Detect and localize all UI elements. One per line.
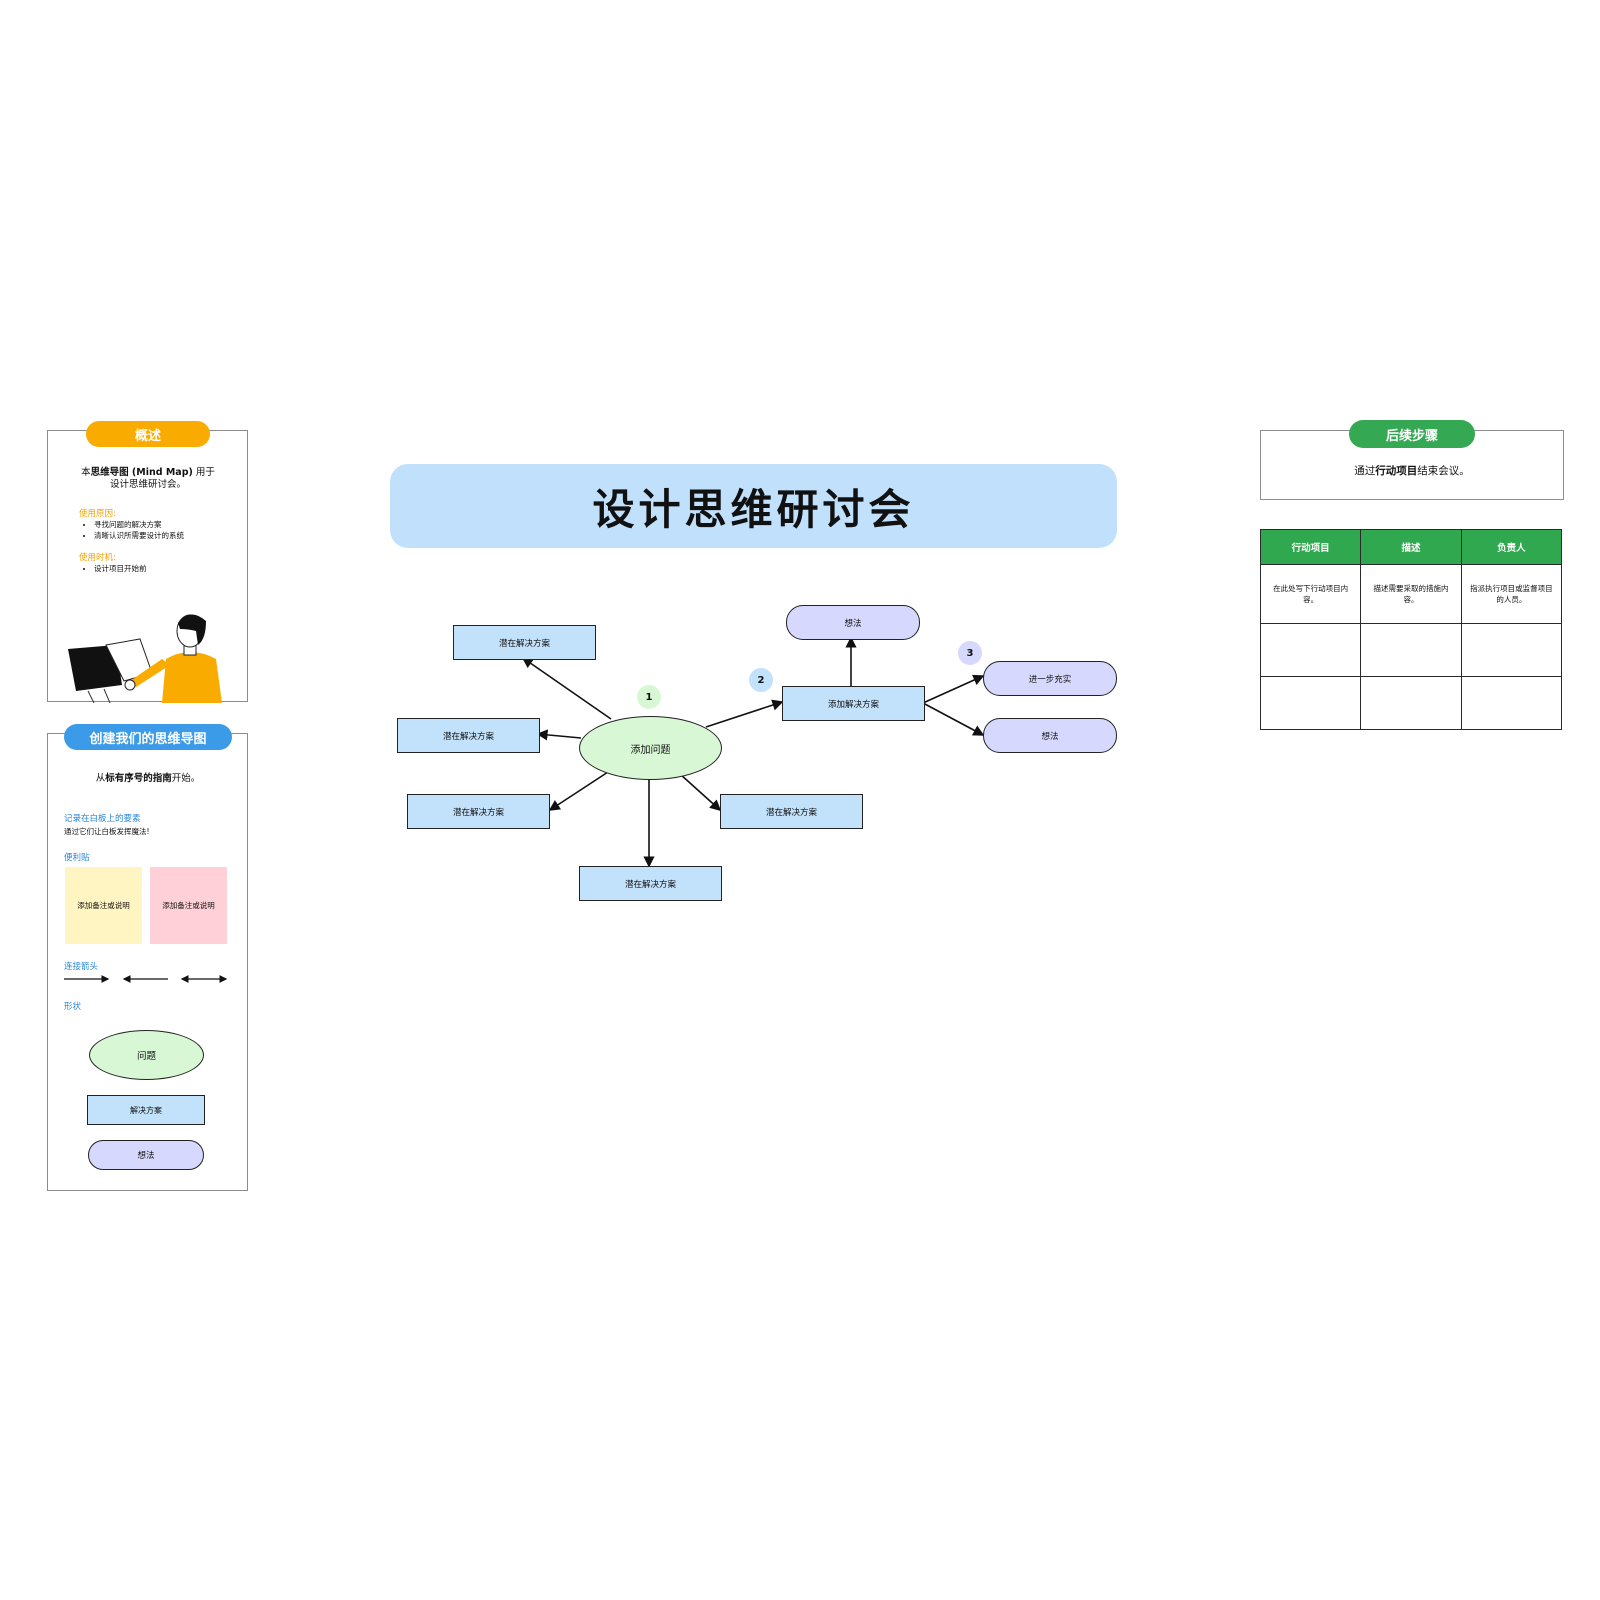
create-intro: 从标有序号的指南开始。 (48, 770, 248, 784)
sticky-title: 便利贴 (64, 853, 90, 863)
when-item: 设计项目开始前 (94, 563, 147, 574)
next-steps-text-bold: 行动项目 (1375, 465, 1418, 477)
when-list: 设计项目开始前 (80, 563, 147, 574)
connector-to-solution-lower-right[interactable] (679, 773, 722, 812)
next-steps-text-post: 结束会议。 (1417, 465, 1470, 477)
potential-solution-node[interactable]: 潜在解决方案 (453, 625, 596, 660)
create-panel: 创建我们的思维导图 从标有序号的指南开始。 记录在白板上的要素 通过它们让白板发… (47, 724, 248, 1191)
overview-intro: 本思维导图 (Mind Map) 用于 设计思维研讨会。 (48, 467, 248, 491)
table-cell[interactable]: 在此处写下行动项目内容。 (1259, 564, 1362, 624)
idea-shape-sample[interactable]: 想法 (88, 1140, 204, 1170)
table-cell[interactable]: 描述需要采取的措施内容。 (1360, 564, 1462, 624)
added-solution-node[interactable]: 添加解决方案 (782, 686, 925, 721)
table-cell[interactable]: 指派执行项目或监督项目的人员。 (1460, 564, 1563, 624)
table-cell[interactable] (1460, 676, 1563, 730)
table-cell[interactable] (1259, 623, 1362, 677)
solution-shape-sample[interactable]: 解决方案 (87, 1095, 205, 1125)
when-title: 使用时机: (79, 553, 116, 563)
table-row: 在此处写下行动项目内容。 描述需要采取的措施内容。 指派执行项目或监督项目的人员… (1259, 564, 1563, 624)
connector-to-solution-lower-left[interactable] (548, 771, 609, 811)
connector-to-added-solution[interactable] (705, 699, 784, 728)
table-cell[interactable] (1460, 623, 1563, 677)
overview-intro-pre: 本 (81, 467, 91, 478)
header-action-item: 行动项目 (1259, 529, 1362, 565)
header-description: 描述 (1360, 529, 1462, 565)
connector-to-idea-right[interactable] (922, 702, 985, 736)
overview-heading-pill: 概述 (86, 421, 210, 447)
problem-shape-sample[interactable]: 问题 (89, 1030, 204, 1080)
create-heading-pill: 创建我们的思维导图 (64, 724, 232, 750)
shapes-title: 形状 (64, 1002, 82, 1012)
header-owner: 负责人 (1460, 529, 1563, 565)
sticky-note-pink[interactable]: 添加备注或说明 (150, 867, 227, 944)
record-subtitle: 通过它们让白板发挥魔法! (64, 827, 150, 836)
next-steps-text-pre: 通过 (1354, 465, 1376, 477)
page-title: 设计思维研讨会 (390, 464, 1117, 548)
table-header-row: 行动项目 描述 负责人 (1259, 529, 1563, 565)
connector-to-further[interactable] (922, 674, 985, 704)
potential-solution-node[interactable]: 潜在解决方案 (720, 794, 863, 829)
overview-intro-post: 用于 (192, 467, 215, 478)
step-badge-3: 3 (958, 641, 982, 665)
person-at-computer-illustration (68, 614, 222, 703)
table-row (1259, 623, 1563, 677)
create-intro-pre: 从 (95, 773, 106, 784)
why-item: 寻找问题的解决方案 (94, 519, 184, 530)
table-row (1259, 676, 1563, 730)
why-title: 使用原因: (79, 509, 116, 519)
next-steps-heading-pill: 后续步骤 (1349, 420, 1475, 448)
create-intro-bold: 标有序号的指南 (105, 773, 172, 784)
step-badge-1: 1 (637, 685, 661, 709)
table-cell[interactable] (1360, 676, 1462, 730)
problem-node[interactable]: 添加问题 (579, 716, 722, 780)
further-node[interactable]: 进一步充实 (983, 661, 1117, 696)
table-cell[interactable] (1259, 676, 1362, 730)
create-intro-post: 开始。 (171, 773, 201, 784)
potential-solution-node[interactable]: 潜在解决方案 (407, 794, 550, 829)
next-steps-text: 通过行动项目结束会议。 (1261, 463, 1563, 478)
arrows-title: 连接箭头 (64, 962, 99, 972)
step-badge-2: 2 (749, 668, 773, 692)
next-steps-panel: 后续步骤 通过行动项目结束会议。 (1260, 420, 1564, 500)
potential-solution-node[interactable]: 潜在解决方案 (397, 718, 540, 753)
table-cell[interactable] (1360, 623, 1462, 677)
idea-node-right[interactable]: 想法 (983, 718, 1117, 753)
potential-solution-node[interactable]: 潜在解决方案 (579, 866, 722, 901)
idea-node-top[interactable]: 想法 (786, 605, 920, 640)
connector-arrows-legend (64, 975, 228, 983)
overview-intro-bold: 思维导图 (Mind Map) (90, 467, 193, 478)
action-items-table: 行动项目 描述 负责人 在此处写下行动项目内容。 描述需要采取的措施内容。 指派… (1259, 529, 1563, 730)
overview-intro-line2: 设计思维研讨会。 (109, 479, 186, 490)
sticky-note-yellow[interactable]: 添加备注或说明 (65, 867, 142, 944)
connector-to-solution-left[interactable] (536, 729, 582, 741)
connector-to-solution-top[interactable] (521, 657, 612, 720)
record-title: 记录在白板上的要素 (64, 814, 141, 824)
why-item: 清晰认识所需要设计的系统 (94, 530, 184, 541)
overview-panel: 概述 本思维导图 (Mind Map) 用于 设计思维研讨会。 使用原因: 寻找… (47, 421, 248, 703)
why-list: 寻找问题的解决方案 清晰认识所需要设计的系统 (80, 519, 184, 541)
